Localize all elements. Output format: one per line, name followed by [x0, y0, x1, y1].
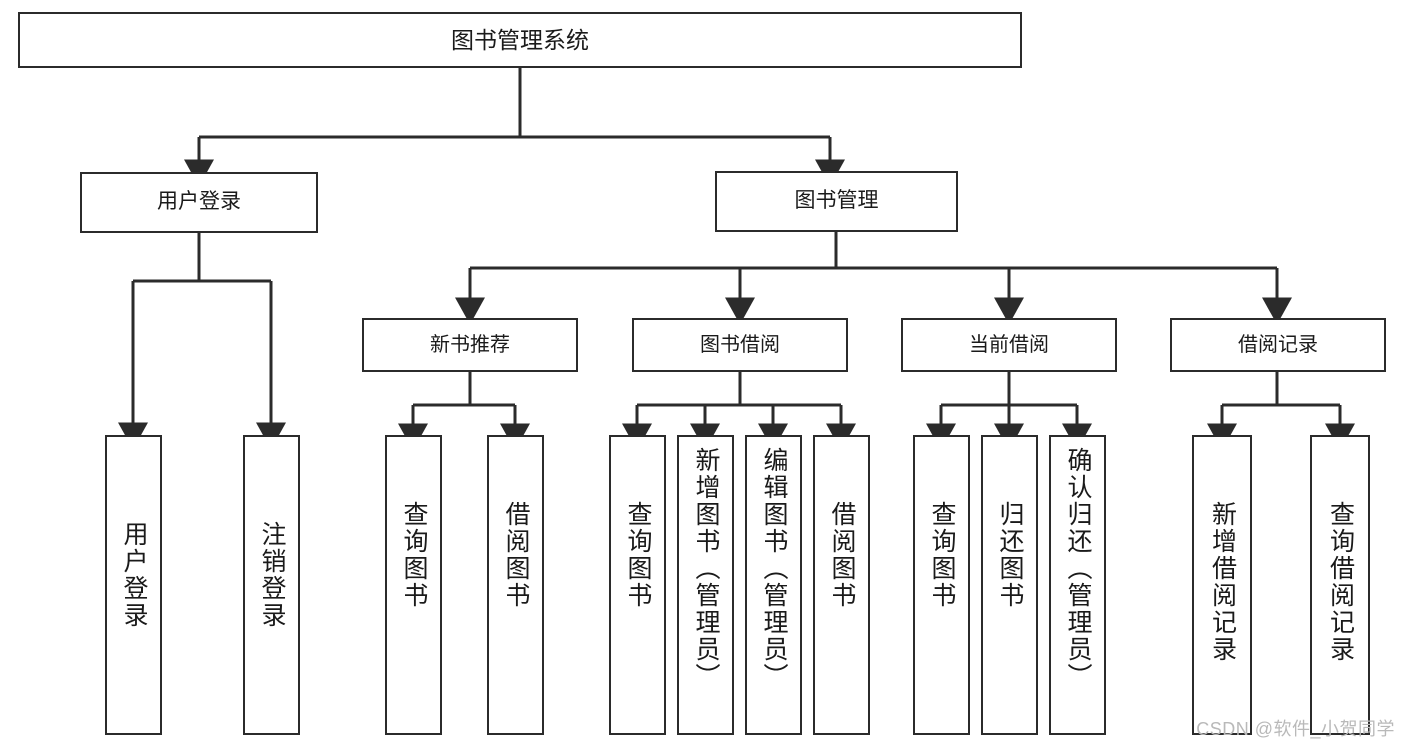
node-leaf-user-login-label: 用户登录: [120, 521, 148, 629]
watermark-text: CSDN @软件_小贺同学: [1196, 719, 1395, 739]
node-user-login[interactable]: 用户登录: [80, 172, 318, 233]
node-book-borrow-label: 图书借阅: [700, 333, 780, 356]
node-book-borrow[interactable]: 图书借阅: [632, 318, 848, 372]
node-leaf-query-book-1-label: 查询图书: [400, 501, 428, 609]
node-leaf-edit-book-admin[interactable]: 编辑图书（管理员）: [745, 435, 802, 735]
node-leaf-query-borrow-record-label: 查询借阅记录: [1326, 501, 1355, 663]
node-root-label: 图书管理系统: [451, 26, 589, 53]
node-book-management[interactable]: 图书管理: [715, 171, 958, 232]
node-leaf-logout-label: 注销登录: [258, 521, 286, 629]
node-leaf-query-book-1[interactable]: 查询图书: [385, 435, 442, 735]
node-leaf-add-borrow-record[interactable]: 新增借阅记录: [1192, 435, 1252, 735]
node-leaf-query-book-2-label: 查询图书: [624, 501, 652, 609]
node-borrow-record[interactable]: 借阅记录: [1170, 318, 1386, 372]
node-leaf-borrow-book-2[interactable]: 借阅图书: [813, 435, 870, 735]
node-leaf-return-book-label: 归还图书: [996, 501, 1024, 609]
node-leaf-add-borrow-record-label: 新增借阅记录: [1208, 501, 1237, 663]
node-leaf-query-book-3-label: 查询图书: [928, 501, 956, 609]
node-book-management-label: 图书管理: [794, 189, 879, 213]
node-leaf-confirm-return-admin[interactable]: 确认归还（管理员）: [1049, 435, 1106, 735]
node-new-book-recommend-label: 新书推荐: [430, 333, 510, 356]
node-root[interactable]: 图书管理系统: [18, 12, 1022, 68]
node-borrow-record-label: 借阅记录: [1238, 333, 1318, 356]
node-leaf-query-book-2[interactable]: 查询图书: [609, 435, 666, 735]
node-leaf-edit-book-admin-label: 编辑图书（管理员）: [760, 447, 788, 690]
node-leaf-confirm-return-admin-label: 确认归还（管理员）: [1064, 447, 1092, 690]
node-new-book-recommend[interactable]: 新书推荐: [362, 318, 578, 372]
node-leaf-query-book-3[interactable]: 查询图书: [913, 435, 970, 735]
node-current-borrow-label: 当前借阅: [969, 333, 1049, 356]
node-leaf-borrow-book-1-label: 借阅图书: [502, 501, 530, 609]
node-leaf-user-login[interactable]: 用户登录: [105, 435, 162, 735]
node-leaf-add-book-admin-label: 新增图书（管理员）: [692, 447, 720, 690]
node-leaf-logout[interactable]: 注销登录: [243, 435, 300, 735]
node-leaf-return-book[interactable]: 归还图书: [981, 435, 1038, 735]
node-leaf-add-book-admin[interactable]: 新增图书（管理员）: [677, 435, 734, 735]
node-leaf-borrow-book-1[interactable]: 借阅图书: [487, 435, 544, 735]
node-current-borrow[interactable]: 当前借阅: [901, 318, 1117, 372]
node-leaf-query-borrow-record[interactable]: 查询借阅记录: [1310, 435, 1370, 735]
node-user-login-label: 用户登录: [157, 190, 241, 214]
node-leaf-borrow-book-2-label: 借阅图书: [828, 501, 856, 609]
